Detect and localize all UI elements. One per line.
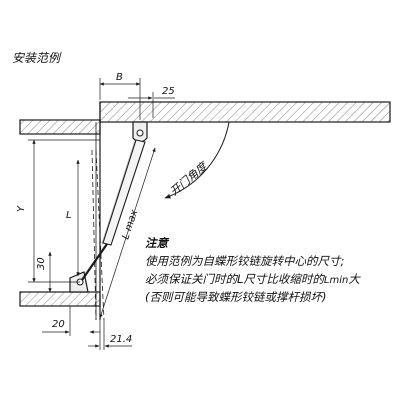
dimension-25 [128, 92, 175, 118]
dimension-b [99, 78, 141, 120]
dimension-20 [42, 306, 100, 336]
dimension-21-4 [88, 320, 132, 350]
note-heading: 注意 [145, 236, 169, 250]
diagram-title: 安装范例 [12, 51, 62, 65]
top-hinge-bracket [132, 121, 148, 143]
dim-20-label: 20 [52, 319, 65, 330]
door-angle-label: 开门角度 [168, 159, 212, 199]
note-line-2: 必须保证关门时的L尺寸比收缩时的Lmin大 [145, 272, 361, 286]
dim-y-label: Y [16, 205, 27, 212]
note-line-1: 使用范例为自蝶形铰链旋转中心的尺寸; [145, 254, 344, 268]
dimension-y [28, 139, 100, 283]
note-block: 注意 使用范例为自蝶形铰链旋转中心的尺寸; 必须保证关门时的L尺寸比收缩时的Lm… [145, 236, 361, 304]
note-line-3: (否则可能导致蝶形铰链或撑杆损坏) [145, 290, 326, 304]
door-panel [19, 102, 101, 320]
dim-30-label: 30 [36, 257, 47, 270]
dimension-lmax [99, 147, 156, 319]
dim-21-4-label: 21.4 [110, 334, 132, 345]
gas-strut [81, 139, 146, 281]
dim-b-label: B [116, 72, 123, 83]
cabinet-top-panel [99, 101, 391, 123]
dim-l-label: L [66, 210, 72, 221]
door-angle-arc [164, 121, 230, 199]
dim-25-label: 25 [162, 86, 175, 97]
open-door-outline [91, 149, 105, 321]
dim-lmax-label: L max [120, 208, 140, 241]
